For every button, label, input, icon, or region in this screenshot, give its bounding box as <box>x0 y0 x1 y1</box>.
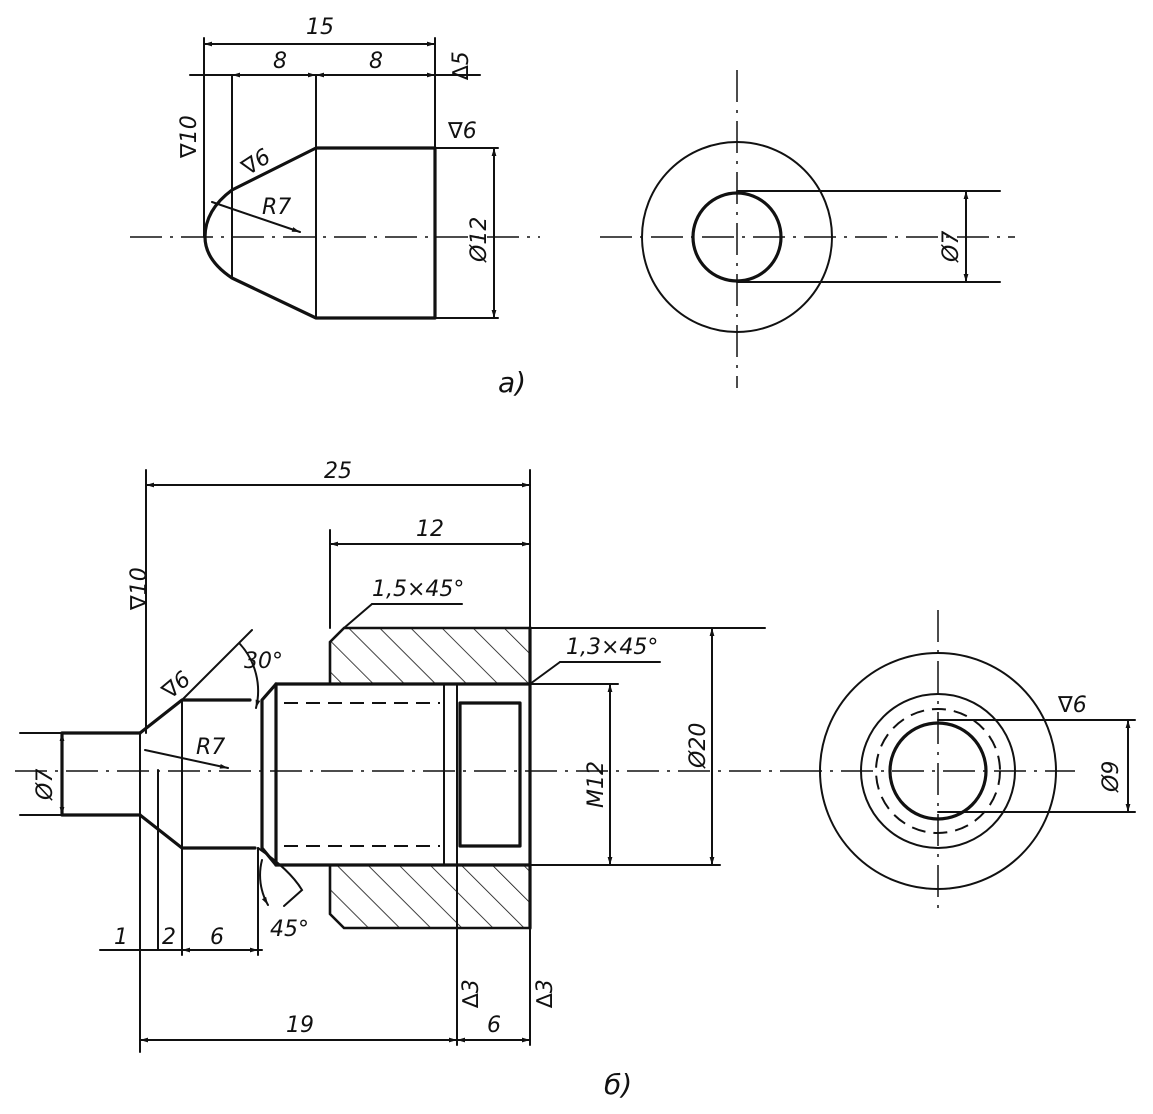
surface-left-text: ∇10 <box>177 115 202 159</box>
diameter-7-text: Ø7 <box>939 231 964 263</box>
view-a-outline <box>203 146 437 320</box>
outer-diameter-text: Ø20 <box>686 723 711 769</box>
view-b-outer-circle <box>819 652 1057 890</box>
leader-15x45 <box>343 603 373 629</box>
dim-1-text: 1 <box>114 925 128 950</box>
angle-45-text: 45° <box>270 917 309 942</box>
dim-2-text: 2 <box>162 925 176 950</box>
dim-15-text: 15 <box>306 15 334 40</box>
view-b-thread-circle <box>875 708 1001 834</box>
dim-8a-text: 8 <box>273 49 287 74</box>
view-a-side: 15 8 8 ∆5 ∇10 ∇6 ∇6 R7 Ø12 <box>130 15 540 320</box>
surface-right-text: ∇6 <box>447 119 477 144</box>
surface-cone-text: ∇6 <box>237 144 276 181</box>
angle-arc-45 <box>259 859 269 906</box>
angle-ext-30 <box>181 629 253 701</box>
diameter-12-text: Ø12 <box>467 217 492 263</box>
groove-rect <box>458 701 522 848</box>
angle-arc-30 <box>239 643 261 709</box>
angle-30-text: 30° <box>244 649 283 674</box>
angle-ext-45 <box>257 847 304 907</box>
pin-diameter-text: Ø7 <box>33 769 58 801</box>
dim-12-text: 12 <box>416 517 444 542</box>
thread-text: M12 <box>584 761 609 808</box>
surface-a-text: ∆3 <box>459 979 484 1009</box>
hatch-top-wall <box>328 626 532 686</box>
dim-19-text: 19 <box>286 1013 314 1038</box>
view-a-outer-circle <box>641 141 833 333</box>
view-b-side: 25 12 1,5×45° 1,3×45° 30° ∇10 ∇6 R7 Ø7 M… <box>15 459 790 1053</box>
radius-b-text: R7 <box>196 735 225 760</box>
view-b-bore-circle <box>888 721 988 821</box>
view-b-chamfer-circle <box>860 693 1016 849</box>
radius-leader-b <box>144 749 229 769</box>
pin-outline <box>60 731 142 817</box>
surface-left-b-text: ∇10 <box>127 567 152 611</box>
diameter-9-text: Ø9 <box>1099 761 1124 793</box>
surface-end-b-text: ∇6 <box>1057 693 1087 718</box>
radius-leader <box>211 201 301 233</box>
leader-13x45 <box>529 661 561 685</box>
surface-top-text: ∆5 <box>449 51 474 81</box>
view-a-label: а) <box>498 366 526 399</box>
dim-8b-text: 8 <box>369 49 383 74</box>
chamfer-outer-text: 1,5×45° <box>372 577 464 602</box>
dim-6-text: 6 <box>210 925 224 950</box>
dim-25-text: 25 <box>324 459 352 484</box>
view-b-label: б) <box>604 1068 632 1101</box>
chamfer-left <box>260 682 278 867</box>
chamfer-inner-text: 1,3×45° <box>566 635 658 660</box>
hatch-bottom-wall <box>328 863 532 930</box>
dim-6b-text: 6 <box>487 1013 501 1038</box>
radius-text: R7 <box>262 195 291 220</box>
surface-b-text: ∆3 <box>533 979 558 1009</box>
view-a-end: Ø7 а) <box>498 70 1015 399</box>
view-b-end: ∇6 Ø9 б) <box>604 610 1136 1101</box>
